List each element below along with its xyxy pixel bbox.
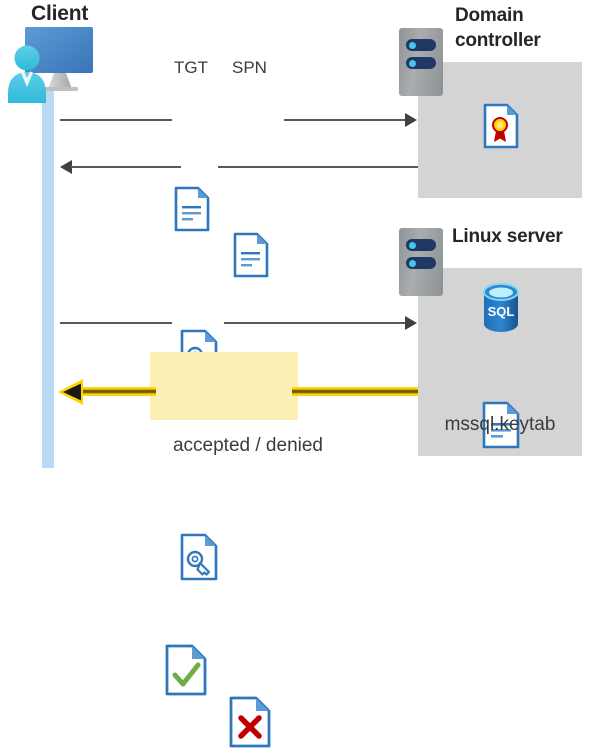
flow3-line-left — [60, 322, 172, 324]
flow4-line-left — [76, 387, 156, 396]
domain-controller-title-line2: controller — [455, 30, 541, 51]
flow1-line-right — [284, 119, 413, 121]
page-title-client: Client — [31, 2, 89, 25]
flow2-arrowhead-left — [60, 160, 72, 174]
flow3-line-right — [224, 322, 413, 324]
sql-database-icon: SQL — [481, 283, 521, 338]
presented-ticket-key-document-icon — [180, 533, 600, 581]
spn-label: SPN — [232, 58, 267, 77]
flow4-line-right — [292, 387, 418, 396]
diagram-canvas: Client Domain controller Linux server — [4, 2, 600, 748]
verdict-caption: accepted / denied — [172, 435, 323, 456]
keytab-filename-label: mssql.keytab — [444, 414, 556, 435]
domain-controller-title: Domain controller — [455, 3, 595, 53]
flow4-arrowhead-left — [57, 377, 85, 412]
domain-controller-title-line1: Domain — [455, 5, 524, 26]
spn-document-icon — [233, 232, 600, 278]
tgt-label: TGT — [174, 58, 208, 77]
client-icon — [4, 25, 100, 103]
keytab-document-icon — [482, 401, 600, 449]
sql-label: SQL — [488, 304, 515, 319]
certificate-document-icon — [483, 103, 600, 149]
flow1-arrowhead-right — [405, 113, 417, 127]
verdict-highlight-band — [150, 352, 298, 420]
flow3-arrowhead-right — [405, 316, 417, 330]
domain-controller-server-icon — [399, 28, 443, 96]
accepted-document-icon — [165, 644, 600, 696]
linux-server-icon — [399, 228, 443, 296]
flow2-line-left — [71, 166, 181, 168]
flow2-line-right — [218, 166, 418, 168]
tgt-document-icon — [174, 186, 600, 232]
client-lifeline — [42, 88, 54, 468]
linux-server-title: Linux server — [452, 226, 563, 247]
flow1-line-left — [60, 119, 172, 121]
denied-document-icon — [229, 696, 600, 748]
